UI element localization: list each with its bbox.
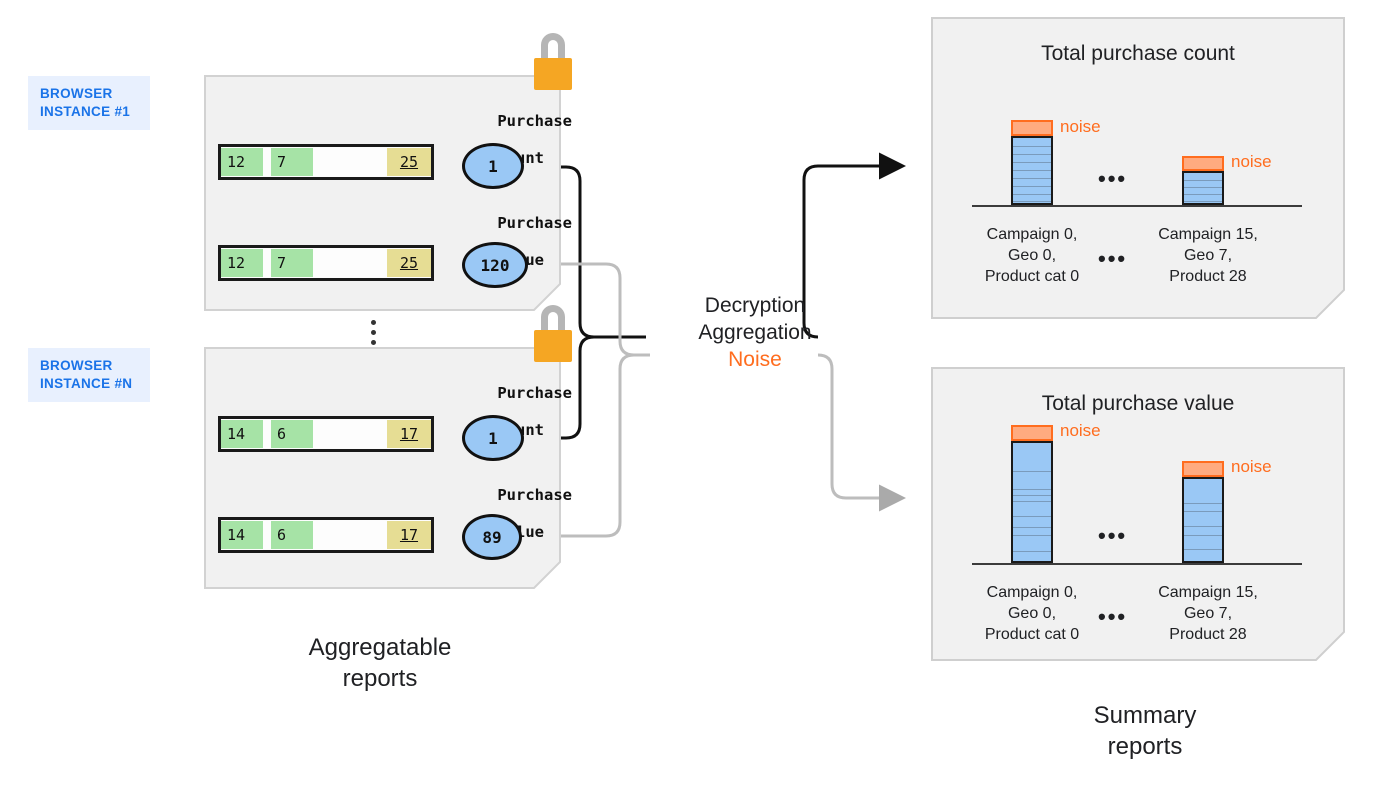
report-cell-yellow: 17 (387, 420, 431, 448)
category-gap-dots: ••• (1098, 246, 1128, 271)
process-stage-text: Decryption Aggregation Noise (655, 293, 855, 374)
noise-label: noise (1060, 421, 1101, 440)
report-row: 14 6 17 (218, 416, 434, 452)
noise-label: noise (1060, 117, 1101, 136)
noise-segment (1011, 425, 1053, 441)
bar-campaign-15 (1182, 477, 1224, 563)
report-cell-green: 6 (271, 521, 313, 549)
report-cell-yellow: 25 (387, 249, 431, 277)
report-cell-yellow: 17 (387, 521, 431, 549)
category-label-0: Campaign 0, Geo 0, Product cat 0 (984, 584, 1080, 644)
report-cell-green: 14 (221, 521, 263, 549)
summary-reports-caption: Summary reports (1093, 702, 1197, 761)
chart-gap-dots: ••• (1098, 166, 1128, 191)
chart-axis-count (972, 205, 1302, 207)
purchase-value-badge-1: 120 (462, 242, 528, 288)
noise-segment (1182, 461, 1224, 477)
report-cell-green: 7 (271, 148, 313, 176)
category-gap-dots: ••• (1098, 604, 1128, 629)
browser-tag-line2: INSTANCE #N (40, 376, 133, 392)
noise-segment (1011, 120, 1053, 136)
aggregatable-reports-caption: Aggregatable reports (308, 634, 452, 693)
bar-campaign-15 (1182, 171, 1224, 205)
report-cell-green: 12 (221, 148, 263, 176)
vertical-ellipsis (371, 320, 376, 345)
report-row: 12 7 25 (218, 144, 434, 180)
chart-title-value: Total purchase value (1041, 392, 1235, 415)
browser-tag-line1: BROWSER (40, 358, 113, 373)
noise-segment (1182, 156, 1224, 171)
report-cell-green: 12 (221, 249, 263, 277)
category-label-1: Campaign 15, Geo 7, Product 28 (1158, 226, 1258, 286)
chart-gap-dots: ••• (1098, 523, 1128, 548)
chart-axis-value (972, 563, 1302, 565)
report-cell-yellow: 25 (387, 148, 431, 176)
report-cell-green: 7 (271, 249, 313, 277)
report-cell-green: 14 (221, 420, 263, 448)
bar-campaign-0 (1011, 136, 1053, 205)
bar-campaign-0 (1011, 441, 1053, 563)
purchase-count-badge-n: 1 (462, 415, 524, 461)
process-aggregation: Aggregation (698, 320, 812, 344)
chart-title-count: Total purchase count (1041, 42, 1235, 65)
bar-stripes (1013, 138, 1051, 203)
browser-tag-line2: INSTANCE #1 (40, 104, 131, 120)
browser-tag-line1: BROWSER (40, 86, 113, 101)
bar-stripes (1184, 479, 1222, 561)
report-row: 12 7 25 (218, 245, 434, 281)
purchase-count-badge-1: 1 (462, 143, 524, 189)
bar-stripes (1184, 173, 1222, 203)
process-decryption: Decryption (704, 294, 806, 317)
report-row: 14 6 17 (218, 517, 434, 553)
category-label-1: Campaign 15, Geo 7, Product 28 (1158, 584, 1258, 644)
noise-label: noise (1231, 152, 1272, 171)
category-label-0: Campaign 0, Geo 0, Product cat 0 (984, 226, 1080, 286)
report-cell-green: 6 (271, 420, 313, 448)
browser-instance-1-tag: BROWSER INSTANCE #1 (28, 76, 150, 131)
process-noise: Noise (728, 347, 782, 371)
arrow-to-value-report (817, 353, 906, 512)
purchase-value-badge-n: 89 (462, 514, 522, 560)
bar-stripes (1013, 443, 1051, 561)
browser-instance-n-tag: BROWSER INSTANCE #N (28, 348, 150, 403)
noise-label: noise (1231, 457, 1272, 476)
